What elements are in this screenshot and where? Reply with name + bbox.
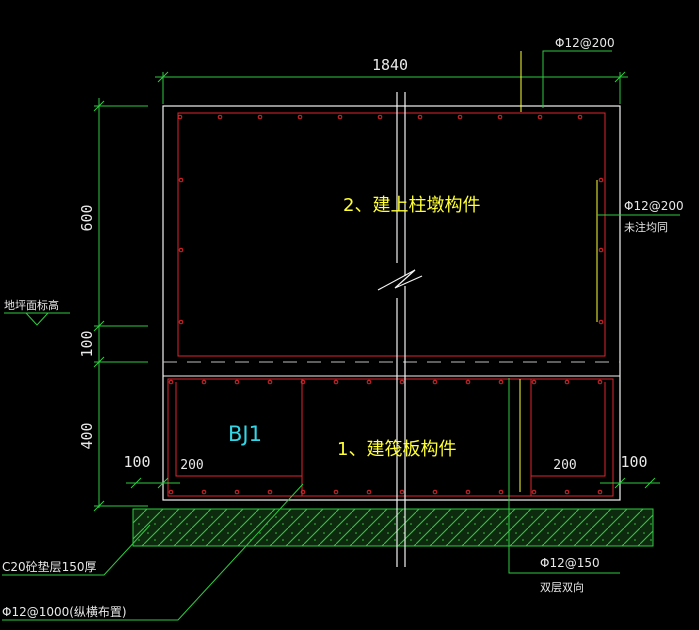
pier-title: 2、建上柱墩构件 [343,195,480,216]
rebar-dot [366,489,372,495]
rebar-dot [598,247,604,253]
floor-level-label: 地坪面标高 [4,298,59,312]
side-rebar-note: 未注均同 [624,220,668,234]
raft-title: 1、建筏板构件 [337,439,456,460]
bottom-rebar-leader [508,378,620,574]
rebar-dot [234,489,240,495]
rebar-dot [598,319,604,325]
bottom-rebar-note: 双层双向 [540,580,584,594]
bottom-rebar-label: Φ12@150 [540,556,600,570]
rebar-dot [465,489,471,495]
rebar-dot [178,319,184,325]
rebar-dot [399,379,405,385]
dim-left-offset: 100 [123,453,150,471]
rebar-dot [267,489,273,495]
rebar-dot [598,177,604,183]
rebar-dot [531,489,537,495]
rebar-dot [417,114,423,120]
rebar-dot [178,177,184,183]
rebar-dot [300,489,306,495]
rebar-dot [564,489,570,495]
bottom-bar-leader [2,483,304,621]
rebar-dot [377,114,383,120]
rebar-dot [597,379,603,385]
bottom-offset-dimensions [126,477,660,489]
rebar-dot [257,114,263,120]
rebar-dot [432,489,438,495]
concrete-outline [162,105,621,501]
rebar-dot [498,489,504,495]
rebar-dot [178,247,184,253]
rebar-dot [234,379,240,385]
rebar-dot [531,379,537,385]
dim-raft-height: 400 [78,422,96,449]
rebar-dots [168,114,604,495]
cushion-layer-label: C20砼垫层150厚 [2,559,97,574]
dim-right-inner: 200 [553,458,576,473]
top-rebar-label: Φ12@200 [555,36,615,50]
rebar-dot [300,379,306,385]
dim-total-width: 1840 [372,56,408,74]
dim-right-offset: 100 [620,453,647,471]
rebar-dot [337,114,343,120]
rebar-dot [333,489,339,495]
rebar-dot [333,379,339,385]
raft-id: BJ1 [228,422,262,446]
rebar-dot [297,114,303,120]
pier-rebar-cage [177,112,606,357]
raft-rebar-cage [167,378,614,497]
top-dimension [155,71,628,104]
break-line-icon [377,92,423,567]
bottom-bar-label: Φ12@1000(纵横布置) [2,605,127,619]
rebar-dot [537,114,543,120]
dim-pier-height: 600 [78,204,96,231]
rebar-dot [217,114,223,120]
rebar-dot [465,379,471,385]
rebar-dot [366,379,372,385]
cushion-layer-hatch [132,508,654,547]
rebar-dot [201,379,207,385]
rebar-dot [267,379,273,385]
rebar-dot [201,489,207,495]
rebar-dot [577,114,583,120]
rebar-dot [457,114,463,120]
top-rebar-leader [542,50,612,108]
level-triangle-icon [4,312,70,326]
rebar-dot [497,114,503,120]
raft-inner-right-hook [531,382,606,477]
rebar-dot [399,489,405,495]
rebar-dot [177,114,183,120]
side-rebar-label: Φ12@200 [624,199,684,213]
rebar-dot [168,379,174,385]
dim-left-inner: 200 [180,458,203,473]
rebar-dot [498,379,504,385]
rebar-dot [597,489,603,495]
left-dimension [93,98,148,512]
dim-gap-height: 100 [78,330,96,357]
rebar-dot [432,379,438,385]
rebar-dot [168,489,174,495]
rebar-dot [564,379,570,385]
raft-inner-left-hook [175,382,302,477]
cushion-leader [2,524,151,576]
